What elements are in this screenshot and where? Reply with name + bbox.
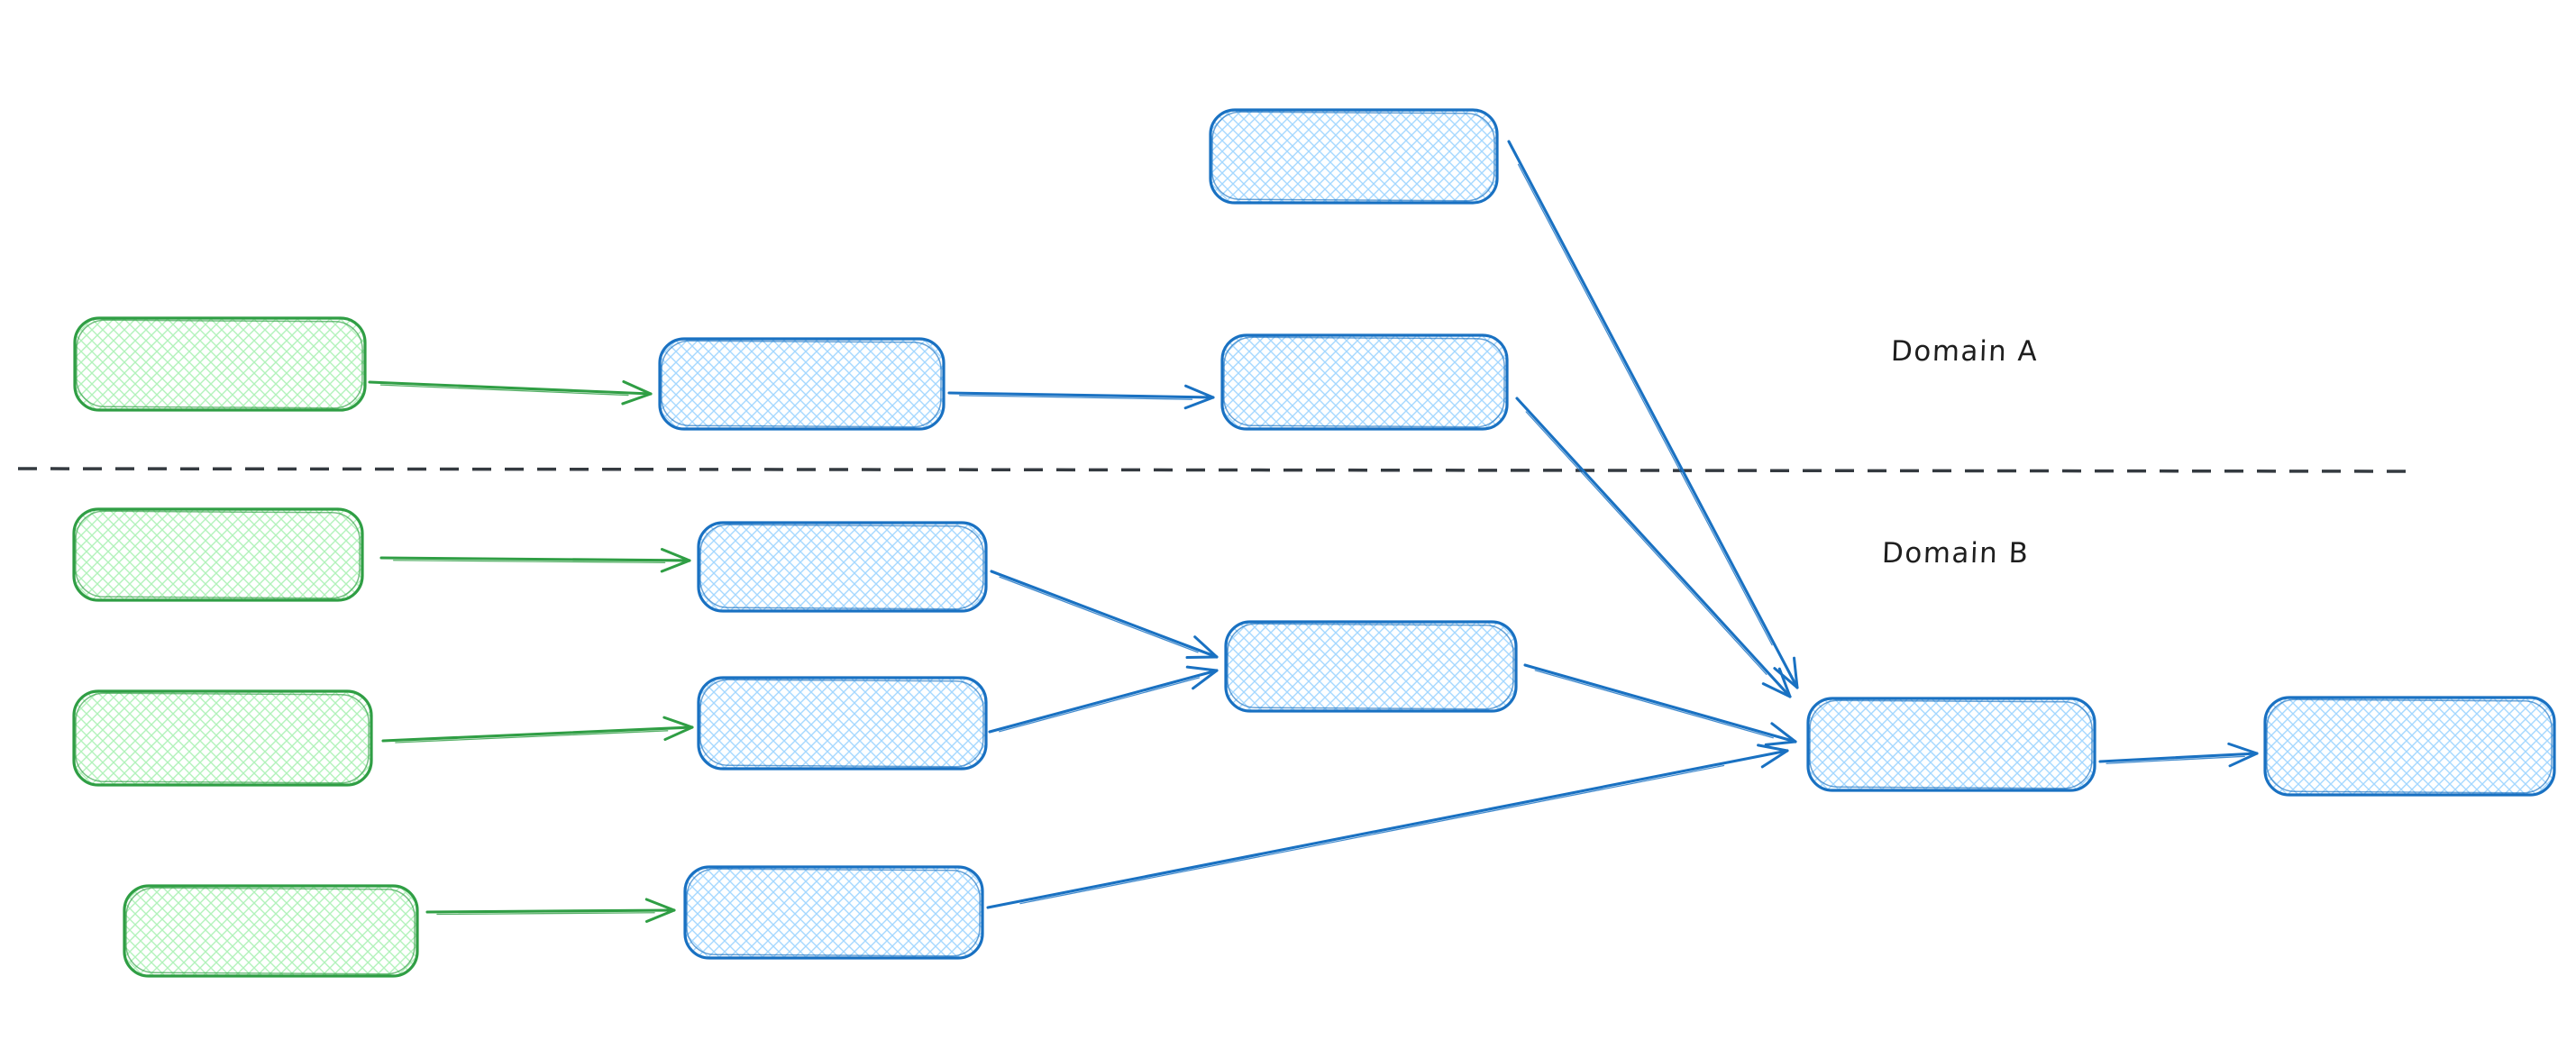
domain-divider-dashed-line[interactable] bbox=[17, 467, 2413, 473]
arrow-mid-to-converge[interactable] bbox=[1523, 663, 1797, 746]
domain-a-blue-box-1[interactable] bbox=[658, 337, 945, 431]
domain-b-blue-box-2[interactable] bbox=[697, 676, 988, 771]
arrow-a-blue-2-to-converge[interactable] bbox=[1515, 397, 1792, 698]
domain-b-green-box-3[interactable] bbox=[123, 884, 419, 978]
arrow-b-blue-1-to-mid[interactable] bbox=[990, 570, 1219, 660]
domain-b-blue-box-3[interactable] bbox=[683, 865, 984, 960]
domain-b-blue-box-1[interactable] bbox=[697, 521, 988, 613]
arrow-b-green-2-to-b-blue-2[interactable] bbox=[381, 716, 694, 743]
domain-b-label[interactable]: Domain B bbox=[1881, 537, 2031, 570]
right-blue-box[interactable] bbox=[2263, 696, 2556, 797]
arrow-top-blue-to-converge[interactable] bbox=[1507, 140, 1799, 689]
arrow-b-blue-3-to-converge[interactable] bbox=[986, 743, 1789, 909]
top-blue-box[interactable] bbox=[1209, 108, 1499, 205]
converge-blue-box[interactable] bbox=[1806, 697, 2096, 792]
arrow-converge-to-right[interactable] bbox=[2098, 742, 2259, 768]
arrow-a-green-to-a-blue-1[interactable] bbox=[368, 379, 653, 406]
arrow-b-blue-2-to-mid[interactable] bbox=[988, 665, 1219, 734]
domain-b-green-box-2[interactable] bbox=[72, 689, 373, 787]
domain-b-green-box-1[interactable] bbox=[72, 507, 364, 602]
domain-a-green-box[interactable] bbox=[73, 316, 367, 412]
arrow-a-blue-1-to-a-blue-2[interactable] bbox=[947, 384, 1215, 410]
domain-a-label[interactable]: Domain A bbox=[1890, 335, 2039, 368]
domain-a-blue-box-2[interactable] bbox=[1220, 333, 1509, 431]
domain-b-mid-blue-box[interactable] bbox=[1224, 620, 1518, 713]
arrow-b-green-3-to-b-blue-3[interactable] bbox=[425, 898, 676, 923]
arrow-b-green-1-to-b-blue-1[interactable] bbox=[379, 547, 691, 573]
